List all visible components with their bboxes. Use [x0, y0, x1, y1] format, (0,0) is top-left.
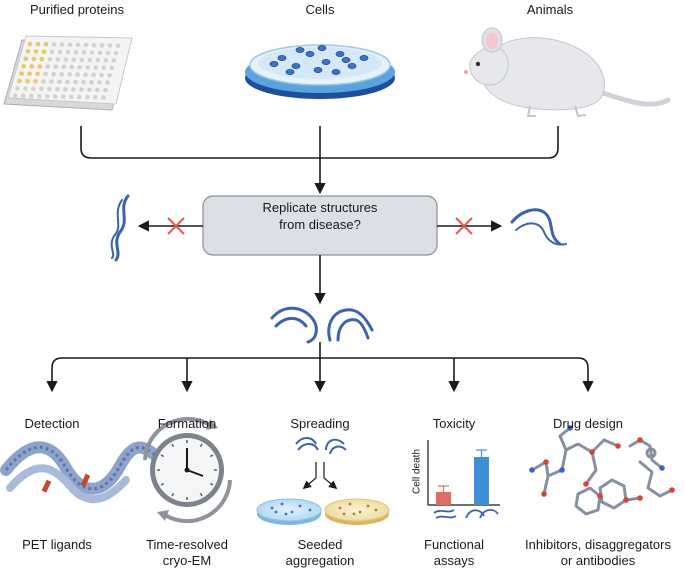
toxicity-chart	[427, 440, 500, 519]
pet-ligand-filament-icon	[0, 441, 162, 504]
caption-toxicity-1: Functional	[424, 537, 484, 552]
clock-icon	[143, 416, 232, 524]
tree-branch	[46, 357, 594, 393]
mouse-icon	[464, 27, 671, 118]
caption-formation-2: cryo-EM	[162, 553, 212, 568]
wrong-filament-right-icon	[510, 208, 567, 246]
petri-dish-icon	[245, 44, 395, 99]
title-detection: Detection	[24, 416, 80, 431]
caption-spreading-1: Seeded	[297, 537, 343, 552]
title-spreading: Spreading	[290, 416, 350, 431]
correct-filament-icon	[270, 306, 374, 344]
bar-filament	[474, 457, 489, 505]
wrong-filament-left-icon	[110, 194, 130, 262]
question-text: Replicate structures from disease?	[203, 199, 437, 233]
caption-drug-design-1: Inhibitors, disaggregators	[525, 537, 671, 552]
caption-toxicity-2: assays	[433, 553, 475, 568]
molecule-atoms	[529, 425, 675, 503]
caption-formation-1: Time-resolved	[146, 537, 228, 552]
title-drug-design: Drug design	[552, 416, 624, 431]
title-formation: Formation	[157, 416, 217, 431]
reject-cross-right	[455, 217, 473, 235]
molecule-structures-icon	[530, 426, 674, 516]
label-cells: Cells	[305, 2, 335, 17]
label-animals: Animals	[526, 2, 574, 17]
label-purified-proteins: Purified proteins	[30, 2, 124, 17]
microplate-icon	[3, 35, 133, 111]
seeded-aggregation-icon	[256, 437, 390, 525]
question-line-1: Replicate structures	[262, 200, 378, 215]
title-toxicity: Toxicity	[432, 416, 476, 431]
caption-spreading-2: aggregation	[285, 553, 355, 568]
caption-detection-1: PET ligands	[22, 537, 92, 552]
toxicity-ylabel: Cell death	[411, 448, 423, 495]
bar-monomer	[436, 492, 451, 505]
question-line-2: from disease?	[279, 217, 361, 232]
caption-drug-design-2: or antibodies	[560, 553, 636, 568]
reject-cross-left	[167, 217, 185, 235]
